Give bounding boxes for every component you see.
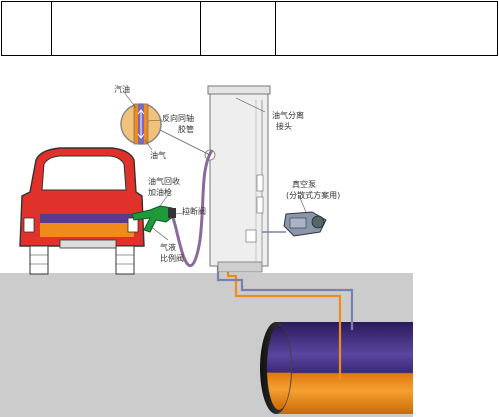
label-vacuum-pump: 真空泵 (292, 179, 316, 189)
label-ratio-valve: 气液 (160, 242, 176, 252)
label-coaxial-hose: 反向同轴 (162, 113, 194, 123)
fuel-dispenser (204, 85, 271, 273)
nozzle-icon (131, 205, 176, 233)
vacuum-pump-icon (262, 211, 327, 237)
header-table (0, 0, 499, 57)
table-cell-4 (275, 1, 498, 56)
label-vapor: 油气 (150, 150, 166, 160)
label-gasoline: 汽油 (114, 84, 130, 94)
label-coaxial-hose-2: 胶管 (178, 124, 194, 134)
leader-lines (123, 91, 307, 241)
table-cell-3 (200, 1, 276, 56)
label-separation-joint: 油气分离 (272, 110, 304, 120)
label-breakaway-valve: 拉断阀 (182, 206, 206, 216)
table-cell-1 (1, 1, 52, 56)
table-cell-2 (51, 1, 201, 56)
label-separation-joint-2: 接头 (276, 121, 292, 131)
coaxial-hose-detail (120, 103, 211, 156)
underground-tank (260, 322, 413, 414)
car (19, 147, 145, 275)
vapor-recovery-diagram: 汽油 反向同轴 胶管 油气 油气分离 接头 油气回收 加油枪 拉断阀 气液 比例… (0, 84, 413, 417)
label-ratio-valve-2: 比例阀 (160, 253, 184, 263)
label-recovery-nozzle-2: 加油枪 (148, 187, 172, 197)
label-recovery-nozzle: 油气回收 (148, 176, 180, 186)
coaxial-hose (170, 149, 214, 268)
label-vacuum-pump-2: (分散式方案用) (286, 190, 340, 200)
